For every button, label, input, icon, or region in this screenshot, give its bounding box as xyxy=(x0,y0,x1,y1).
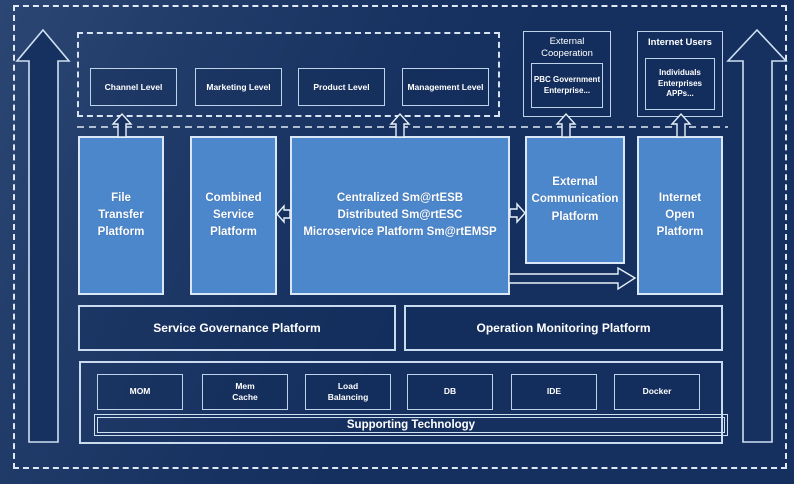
pbc-line2: Enterprise... xyxy=(543,85,591,95)
governance-label: Service Governance Platform xyxy=(153,321,321,335)
level-box-channel: Channel Level xyxy=(90,68,177,106)
external-cooperation-title-line1: External xyxy=(549,36,585,47)
pbc-government-box: PBC Government Enterprise... xyxy=(531,63,603,108)
platform-combined-service: Combined Service Platform xyxy=(190,136,277,295)
level-label: Product Level xyxy=(313,81,370,92)
tech-label-line: MOM xyxy=(129,386,151,397)
platform-label-line: Centralized Sm@rtESB xyxy=(336,192,464,205)
tech-box-db: DB xyxy=(407,374,493,410)
platform-internet-open: Internet Open Platform xyxy=(637,136,723,295)
pbc-line1: PBC Government xyxy=(533,74,601,84)
platform-label-line: Open xyxy=(665,208,695,221)
level-box-management: Management Level xyxy=(402,68,489,106)
individuals-line3: APPs... xyxy=(666,89,694,99)
platform-label-line: Microservice Platform Sm@rtEMSP xyxy=(303,225,497,238)
platform-file-transfer: File Transfer Platform xyxy=(78,136,164,295)
individuals-box: Individuals Enterprises APPs... xyxy=(645,58,715,110)
monitoring-label: Operation Monitoring Platform xyxy=(476,321,651,335)
individuals-line1: Individuals xyxy=(659,67,701,77)
service-governance-platform: Service Governance Platform xyxy=(78,305,396,351)
paas-rail-label: PAAS xyxy=(750,225,764,261)
platform-label-line: Platform xyxy=(551,210,599,223)
platform-label-line: Transfer xyxy=(98,208,144,221)
platform-label-line: Communication xyxy=(531,193,619,206)
platform-label-line: Internet xyxy=(658,191,702,204)
operation-monitoring-platform: Operation Monitoring Platform xyxy=(404,305,723,351)
level-box-product: Product Level xyxy=(298,68,385,106)
tech-box-load-balancing: Load Balancing xyxy=(305,374,391,410)
tech-label-line: Docker xyxy=(642,386,672,397)
platform-label-line: External xyxy=(552,176,598,189)
levels-dashed-group xyxy=(77,32,500,117)
platform-smart-esb: Centralized Sm@rtESB Distributed Sm@rtES… xyxy=(290,136,510,295)
internet-users-group: Internet Users Individuals Enterprises A… xyxy=(637,31,723,117)
platform-label-line: Platform xyxy=(97,226,145,239)
supporting-technology-bar: Supporting Technology xyxy=(94,414,728,436)
external-cooperation-group: External Cooperation PBC Government Ente… xyxy=(523,31,611,117)
tech-box-ide: IDE xyxy=(511,374,597,410)
tech-label-line: Cache xyxy=(232,392,258,402)
tech-label-line: Balancing xyxy=(327,392,369,402)
external-cooperation-title-line2: Cooperation xyxy=(541,47,593,59)
level-label: Management Level xyxy=(407,81,484,92)
platform-label-line: Combined xyxy=(205,191,262,204)
platform-label-line: Platform xyxy=(656,226,704,239)
tech-box-mem-cache: Mem Cache xyxy=(202,374,288,410)
level-label: Channel Level xyxy=(104,81,163,92)
tech-label-line: DB xyxy=(443,386,457,397)
supporting-technology-label: Supporting Technology xyxy=(346,419,476,431)
platform-external-communication: External Communication Platform xyxy=(525,136,625,264)
devops-rail-label: DevOps xyxy=(37,218,51,268)
technology-container xyxy=(79,361,723,444)
tech-label-line: IDE xyxy=(546,386,562,397)
internet-users-title: Internet Users xyxy=(648,37,712,48)
tech-label-line: Mem xyxy=(235,380,255,391)
individuals-line2: Enterprises xyxy=(657,78,703,88)
platform-label-line: Service xyxy=(213,208,254,221)
platform-label-line: Distributed Sm@rtESC xyxy=(337,209,463,222)
level-box-marketing: Marketing Level xyxy=(195,68,282,106)
platform-label-line: File xyxy=(111,191,131,204)
tech-label-line: Load xyxy=(337,380,359,391)
tech-box-mom: MOM xyxy=(97,374,183,410)
tech-box-docker: Docker xyxy=(614,374,700,410)
platform-label-line: Platform xyxy=(210,226,257,239)
level-label: Marketing Level xyxy=(206,81,271,92)
